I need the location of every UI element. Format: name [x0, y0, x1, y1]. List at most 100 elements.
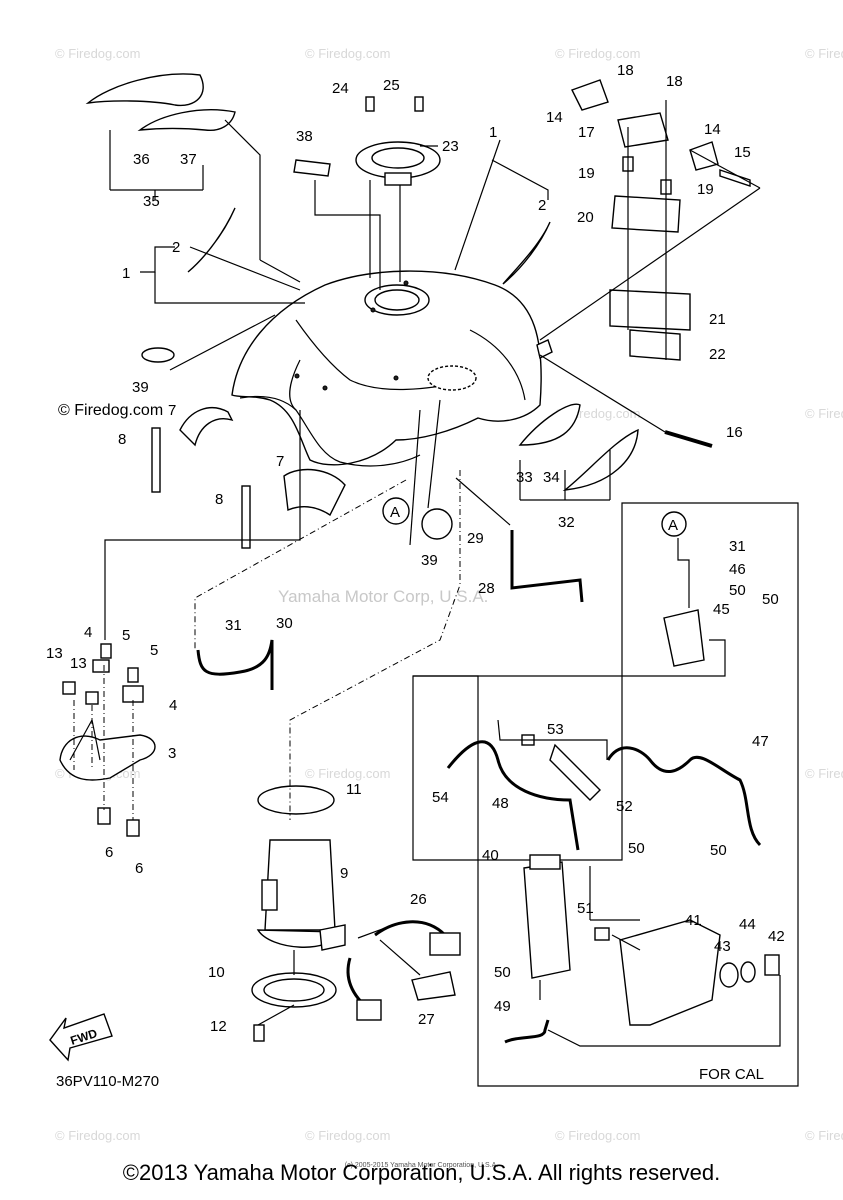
- bolt-6-right: [126, 819, 140, 837]
- label-part-50: 50: [762, 591, 779, 608]
- label-part-14: 14: [704, 121, 721, 138]
- bracket-41: [619, 919, 721, 1026]
- label-part-6: 6: [135, 860, 143, 877]
- label-part-1: 1: [489, 124, 497, 141]
- hose-47: [606, 746, 762, 847]
- band-8-top: [151, 427, 161, 493]
- hose-48: [446, 740, 580, 851]
- leader-lines: [69, 100, 781, 1047]
- label-part-8: 8: [118, 431, 126, 448]
- label-part-38: 38: [296, 128, 313, 145]
- label-part-13: 13: [70, 655, 87, 672]
- callout-a-tank: [382, 497, 410, 525]
- label-part-43: 43: [714, 938, 731, 955]
- label-part-5: 5: [122, 627, 130, 644]
- fuel-tank: [231, 270, 553, 467]
- watermark: © Firedog.com: [555, 1128, 640, 1143]
- label-part-7: 7: [168, 402, 176, 419]
- label-part-15: 15: [734, 144, 751, 161]
- gasket-10: [251, 972, 337, 1008]
- damper-4-left: [92, 659, 110, 673]
- fuel-pump: [256, 785, 346, 951]
- label-part-7: 7: [276, 453, 284, 470]
- label-part-1: 1: [122, 265, 130, 282]
- label-part-12: 12: [210, 1018, 227, 1035]
- label-part-50: 50: [494, 964, 511, 981]
- label-part-22: 22: [709, 346, 726, 363]
- label-part-28: 28: [478, 580, 495, 597]
- label-part-13: 13: [46, 645, 63, 662]
- bracket-assembly: [571, 79, 751, 361]
- label-part-50: 50: [729, 582, 746, 599]
- side-cover-33: [518, 403, 581, 446]
- label-part-21: 21: [709, 311, 726, 328]
- label-part-16: 16: [726, 424, 743, 441]
- tank-pad-36: [85, 73, 204, 107]
- label-part-19: 19: [697, 181, 714, 198]
- bracket-3: [59, 734, 156, 781]
- label-part-11: 11: [346, 781, 362, 798]
- solenoid-45: [663, 609, 705, 667]
- part-labels: 1 1 2 2 3 4 4 5 5 6 6 7 7 8 8 9 10 11 12…: [46, 62, 785, 1035]
- label-part-35: 35: [143, 193, 160, 210]
- label-part-2: 2: [172, 239, 180, 256]
- watermark: © Firedog.com: [55, 46, 140, 61]
- label-part-9: 9: [340, 865, 348, 882]
- label-part-48: 48: [492, 795, 509, 812]
- part-39-top: [141, 347, 175, 363]
- collar-43: [719, 962, 739, 988]
- label-part-50: 50: [710, 842, 727, 859]
- hose-26b: [374, 920, 447, 937]
- fuel-cap: [355, 96, 441, 186]
- label-part-4: 4: [84, 624, 92, 641]
- label-part-47: 47: [752, 733, 769, 750]
- label-part-20: 20: [577, 209, 594, 226]
- watermark: © Firedog.com: [805, 766, 843, 781]
- label-part-23: 23: [442, 138, 459, 155]
- label-part-45: 45: [713, 601, 730, 618]
- tank-pad-37: [137, 109, 236, 132]
- label-part-39: 39: [132, 379, 149, 396]
- label-part-39: 39: [421, 552, 438, 569]
- callout-a-for-cal: [661, 511, 687, 537]
- label-part-36: 36: [133, 151, 150, 168]
- decal-right: [502, 221, 551, 285]
- watermark: © Firedog.com: [805, 406, 843, 421]
- insulator-7-top: [179, 407, 234, 447]
- bolt-13-b: [85, 691, 99, 705]
- label-part-19: 19: [578, 165, 595, 182]
- bolt-42: [764, 954, 780, 976]
- label-part-31: 31: [225, 617, 242, 634]
- insulator-7-bottom: [283, 468, 346, 517]
- damper-4-right: [122, 685, 144, 703]
- watermark: © Firedog.com: [305, 46, 390, 61]
- side-cover-34: [562, 428, 639, 491]
- watermark-dark: © Firedog.com: [58, 402, 163, 419]
- label-part-14: 14: [546, 109, 563, 126]
- bolt-13-a: [62, 681, 76, 695]
- watermark: © Firedog.com: [55, 1128, 140, 1143]
- for-cal-label: FOR CAL: [699, 1066, 764, 1083]
- bolt-6-left: [97, 807, 111, 825]
- label-part-52: 52: [616, 798, 633, 815]
- label-part-4: 4: [169, 697, 177, 714]
- label-part-26: 26: [410, 891, 427, 908]
- label-part-31: 31: [729, 538, 746, 555]
- label-part-32: 32: [558, 514, 575, 531]
- label-part-53: 53: [547, 721, 564, 738]
- label-part-51: 51: [577, 900, 594, 917]
- band-8-bottom: [241, 485, 251, 549]
- label-part-17: 17: [578, 124, 595, 141]
- watermark: © Firedog.com: [305, 1128, 390, 1143]
- label-part-27: 27: [418, 1011, 435, 1028]
- label-part-34: 34: [543, 469, 560, 486]
- hose-30: [196, 639, 274, 690]
- label-part-3: 3: [168, 745, 176, 762]
- label-part-30: 30: [276, 615, 293, 632]
- label-part-40: 40: [482, 847, 499, 864]
- copyright-footer: ©2013 Yamaha Motor Corporation, U.S.A. A…: [122, 1160, 721, 1185]
- label-part-33: 33: [516, 469, 533, 486]
- diagram-code: 36PV110-M270: [56, 1073, 159, 1090]
- connector-26b: [356, 999, 382, 1021]
